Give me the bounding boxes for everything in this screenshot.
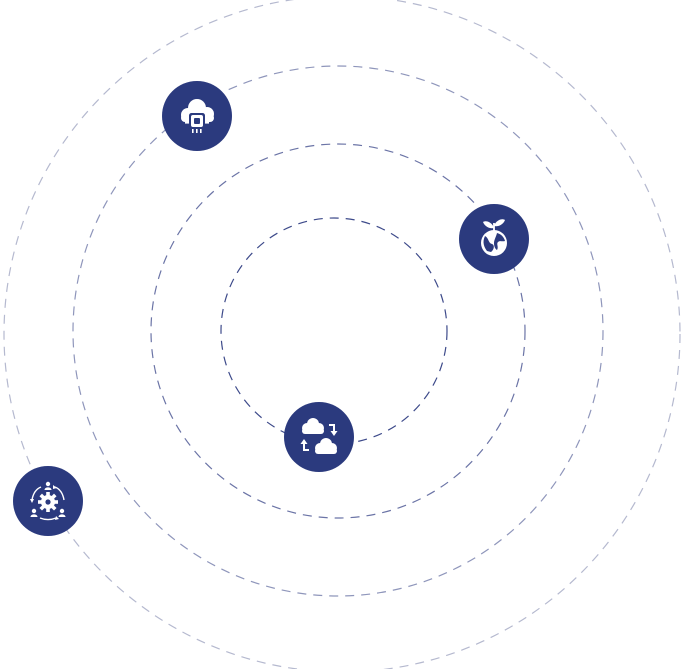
orbit-ring-second [150,143,526,519]
gear-icon [38,492,58,512]
node-cloud-sync[interactable] [284,402,354,472]
node-eco-globe[interactable] [459,204,529,274]
cloud-sync-icon [300,418,338,454]
orbit-ring-outer [3,0,681,669]
node-cloud-sync-circle[interactable] [284,402,354,472]
eco-globe-icon [481,219,507,256]
orbit-ring-third [72,65,604,597]
node-people-cycle[interactable] [13,466,83,536]
orbit-rings [3,0,681,669]
node-cloud-chip[interactable] [162,81,232,151]
cloud-chip-icon [181,99,214,133]
people-gear-cycle-icon [30,481,66,521]
